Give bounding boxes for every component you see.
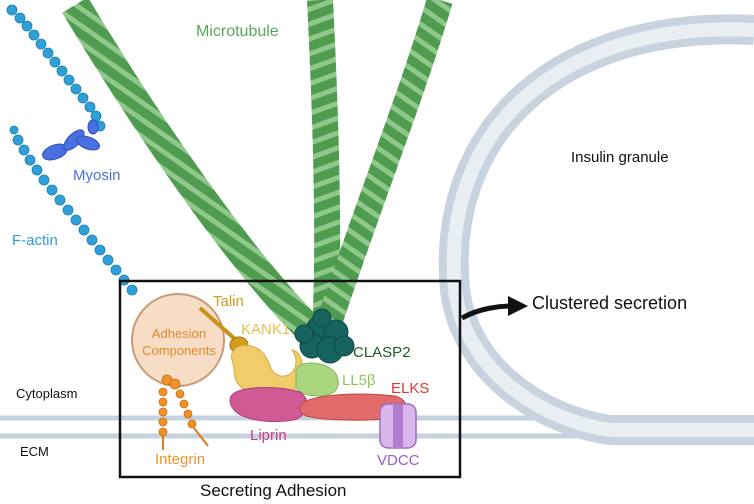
microtubule-label: Microtubule bbox=[196, 23, 279, 40]
cytoplasm-label: Cytoplasm bbox=[16, 386, 78, 401]
vdcc-label: VDCC bbox=[377, 452, 420, 469]
f-actin-label: F-actin bbox=[12, 232, 58, 249]
insulin-granule-label: Insulin granule bbox=[571, 149, 669, 166]
clustered-secretion-label: Clustered secretion bbox=[532, 293, 688, 313]
adhesion-components-label: Adhesion Components bbox=[136, 325, 222, 359]
liprin-label: Liprin bbox=[250, 427, 287, 444]
kank1-protein bbox=[231, 344, 303, 397]
secretion-arrowhead bbox=[508, 296, 528, 316]
secreting-adhesion-box bbox=[118, 279, 462, 479]
clasp2-label: CLASP2 bbox=[353, 344, 411, 361]
ll5b-label: LL5β bbox=[342, 372, 376, 389]
microtubule-filaments bbox=[62, 0, 453, 341]
f-actin-filament bbox=[6, 4, 138, 296]
kank1-label: KANK1 bbox=[241, 321, 291, 338]
myosin-label: Myosin bbox=[73, 167, 121, 184]
adhesion-components-text: Adhesion Components bbox=[142, 326, 216, 358]
insulin-granule bbox=[438, 14, 754, 445]
vdcc-channel bbox=[379, 403, 417, 449]
elks-label: ELKS bbox=[391, 380, 430, 397]
integrin-receptor bbox=[158, 374, 209, 450]
clasp2-protein bbox=[294, 308, 355, 364]
myosin-motor bbox=[42, 119, 100, 161]
secreting-adhesion-label: Secreting Adhesion bbox=[200, 481, 347, 500]
liprin-protein bbox=[229, 387, 308, 423]
integrin-label: Integrin bbox=[155, 451, 206, 468]
ll5b-protein bbox=[295, 362, 339, 397]
talin-label: Talin bbox=[213, 293, 244, 310]
ecm-label: ECM bbox=[20, 444, 49, 459]
